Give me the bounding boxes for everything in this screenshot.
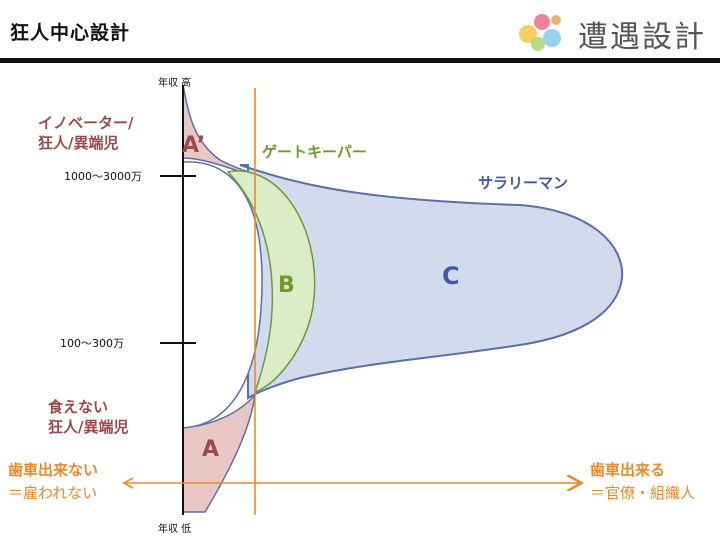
- salaryman-label: サラリーマン: [478, 174, 568, 192]
- logo-icon: [519, 14, 561, 51]
- axis-bottom-label: 年収 低: [158, 522, 191, 535]
- tick-mid-label: 100〜300万: [60, 337, 124, 350]
- gear-arrow-left-head: [122, 477, 134, 489]
- white-bulge: [182, 161, 263, 429]
- page-title: 狂人中心設計: [10, 22, 131, 44]
- region-b: [226, 170, 316, 394]
- logo-text: 遭遇設計: [578, 20, 706, 55]
- gear-left-label-2: ＝雇われない: [8, 484, 97, 502]
- region-a-prime: [182, 84, 259, 180]
- gear-right-label-1: 歯車出来る: [590, 461, 665, 479]
- tick-high-label: 1000〜3000万: [64, 170, 142, 183]
- region-b-label: B: [278, 273, 295, 298]
- innovator-label-2: 狂人/異端児: [38, 134, 118, 152]
- gatekeeper-label: ゲートキーパー: [262, 143, 367, 161]
- header-divider: [0, 58, 720, 63]
- region-a-prime-label: A’: [182, 133, 205, 158]
- poor-label-1: 食えない: [48, 398, 108, 416]
- region-c-label: C: [442, 262, 460, 290]
- region-c: [239, 164, 624, 400]
- region-a-label: A: [202, 437, 219, 462]
- poor-label-2: 狂人/異端児: [48, 418, 128, 436]
- innovator-label-1: イノベーター/: [38, 114, 134, 132]
- gear-right-label-2: ＝官僚・組織人: [590, 484, 695, 502]
- gear-left-label-1: 歯車出来ない: [8, 461, 98, 479]
- axis-top-label: 年収 高: [158, 76, 191, 89]
